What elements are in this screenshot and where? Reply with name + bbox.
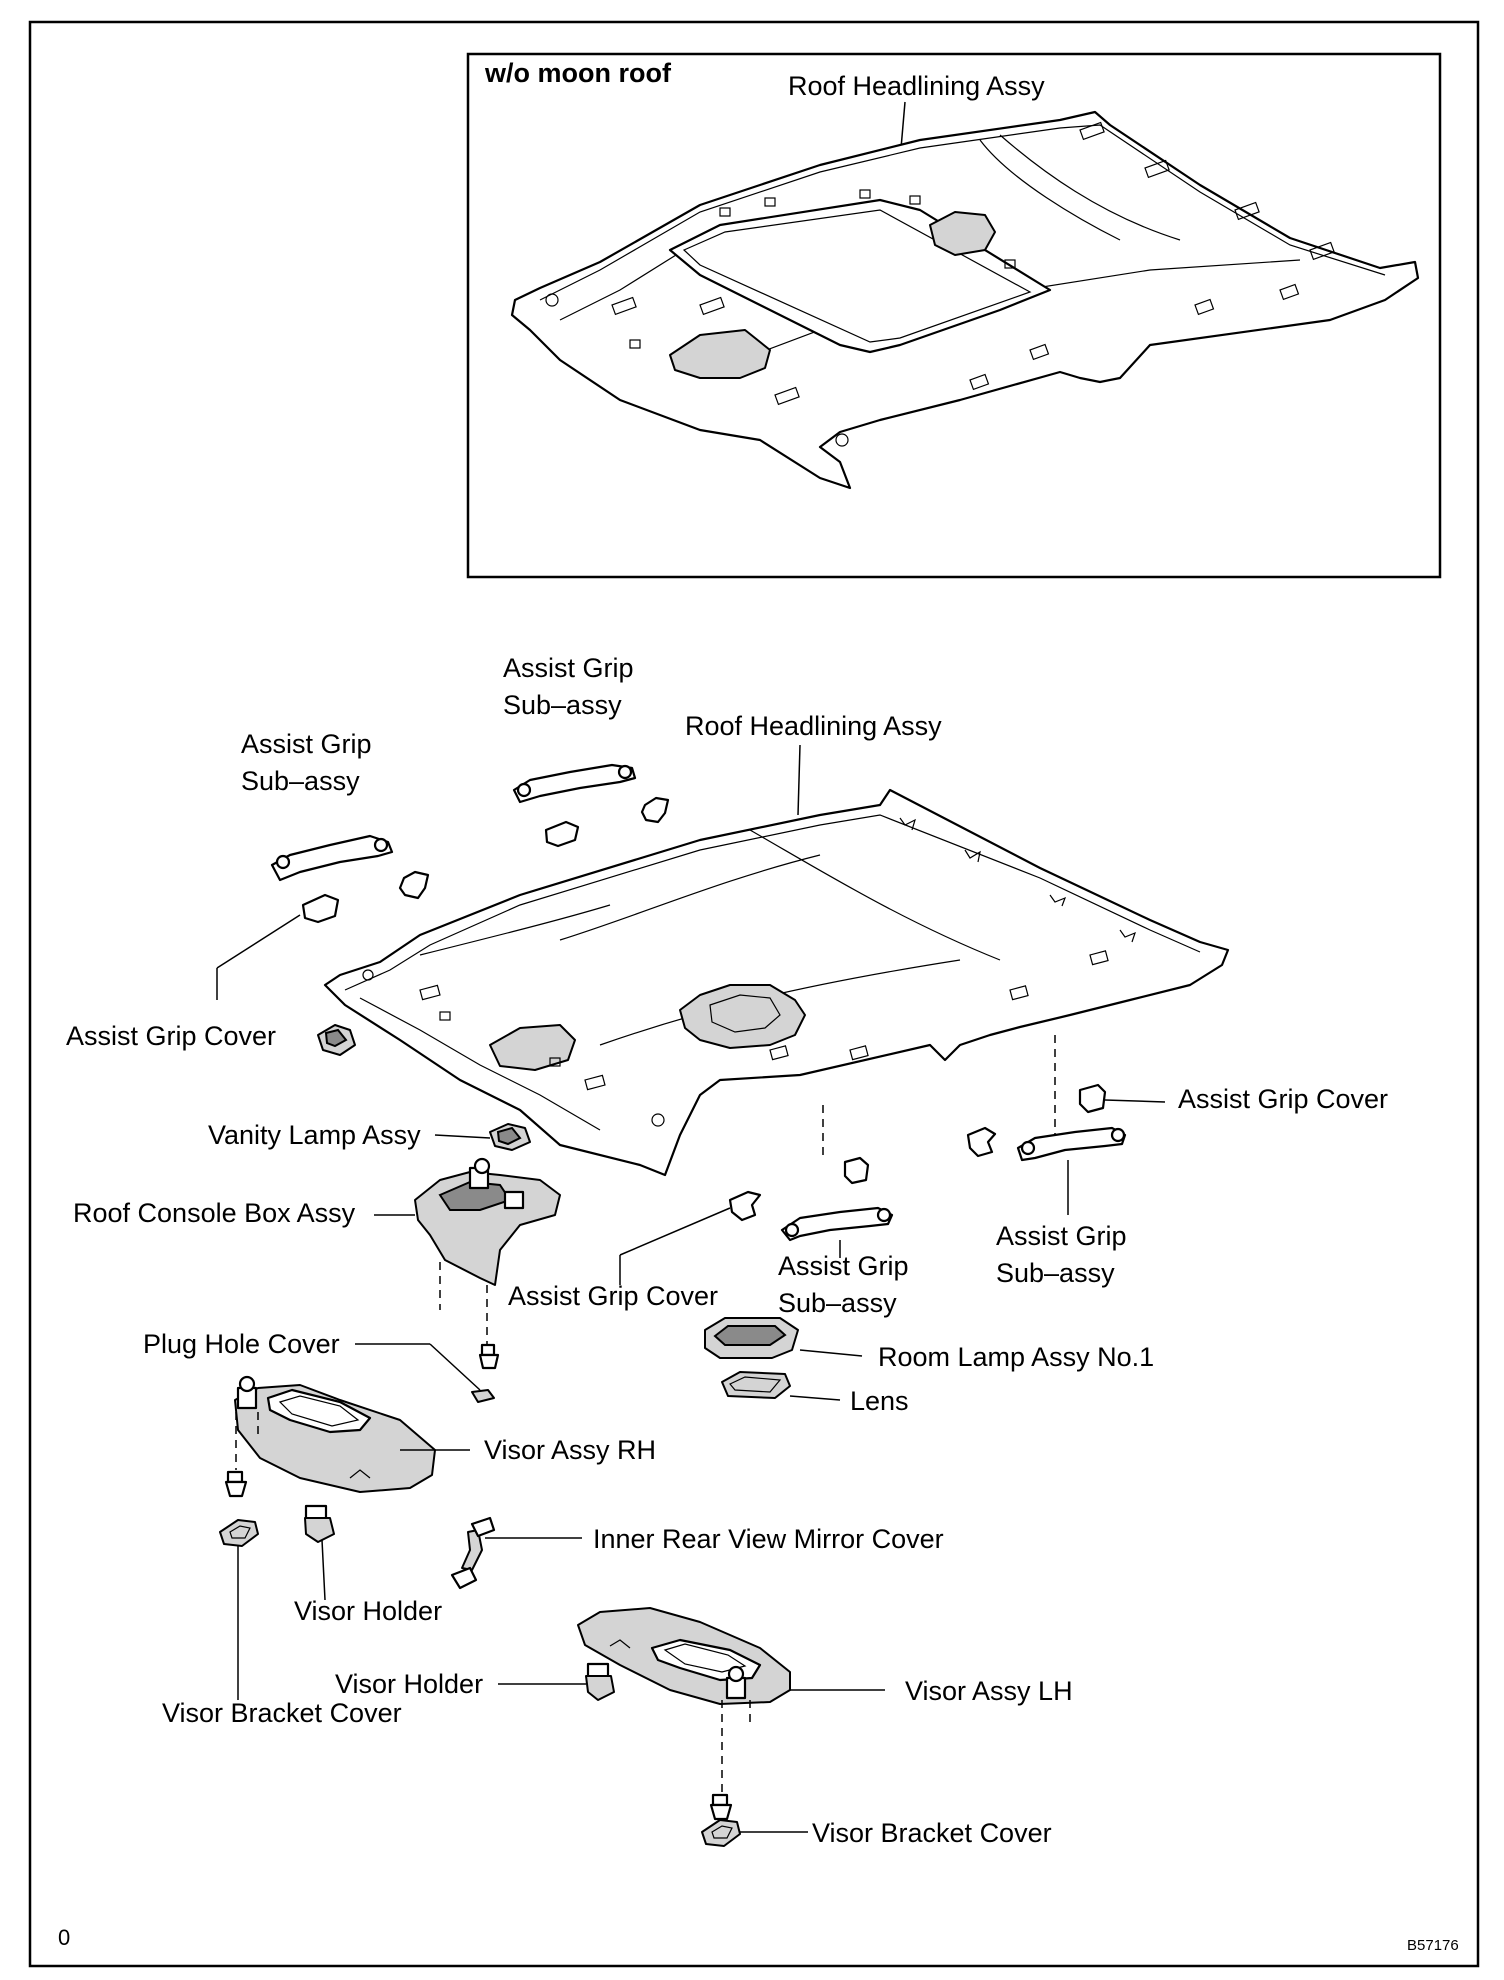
- label-inner-mirror-cover: Inner Rear View Mirror Cover: [593, 1524, 944, 1554]
- visor-assy-rh: [234, 1375, 436, 1493]
- label-visor-rh: Visor Assy RH: [484, 1435, 656, 1465]
- footer-left: 0: [58, 1925, 70, 1950]
- assist-grip-sub-assy-mid: [512, 763, 670, 824]
- room-lamp-assy-no1: [704, 1317, 799, 1359]
- label-room-lamp: Room Lamp Assy No.1: [878, 1342, 1154, 1372]
- label-visor-assy-lh: Visor Assy LH: [905, 1676, 1073, 1706]
- assist-grip-cover-right-a: [966, 1126, 997, 1158]
- inset-frame: [466, 52, 1442, 579]
- label-assist-grip-cover-right: Assist Grip Cover: [1178, 1084, 1388, 1114]
- visor-rh-dash: [235, 1412, 259, 1470]
- visor-bracket-cover-left: [219, 1519, 259, 1547]
- plug-hole-cover: [471, 1389, 495, 1403]
- assist-grip-cover-center: [728, 1190, 762, 1222]
- visor-holder-1: [304, 1504, 335, 1543]
- label-assist-grip-sub-mid-1: Assist Grip: [503, 653, 634, 683]
- vanity-lamp-left: [317, 1024, 356, 1056]
- label-visor-holder-2: Visor Holder: [335, 1669, 483, 1699]
- assist-grip-cover-mid: [544, 820, 580, 848]
- label-roof-headlining: Roof Headlining Assy: [685, 711, 942, 741]
- label-assist-grip-cover-center: Assist Grip Cover: [508, 1281, 718, 1311]
- label-visor-bracket-cover-left: Visor Bracket Cover: [162, 1698, 402, 1728]
- page-frame: [28, 20, 1480, 1968]
- label-assist-grip-sub-center-2: Sub–assy: [778, 1288, 897, 1318]
- console-dash-line: [439, 1262, 488, 1345]
- label-assist-grip-cover-left: Assist Grip Cover: [66, 1021, 276, 1051]
- assist-grip-cover-left: [301, 893, 340, 924]
- label-assist-grip-sub-right-2: Sub–assy: [996, 1258, 1115, 1288]
- roof-console-box-assy: [414, 1157, 561, 1286]
- inset-title: w/o moon roof: [484, 58, 672, 88]
- label-assist-grip-sub-right-1: Assist Grip: [996, 1221, 1127, 1251]
- label-lens: Lens: [850, 1386, 909, 1416]
- label-assist-grip-sub-left-2: Sub–assy: [241, 766, 360, 796]
- label-plug-hole-cover: Plug Hole Cover: [143, 1329, 340, 1359]
- visor-lh-screw: [709, 1793, 733, 1821]
- console-screw: [478, 1343, 500, 1370]
- assist-grip-cover-right-b: [1078, 1083, 1107, 1114]
- visor-bracket-cover-right: [701, 1819, 741, 1847]
- label-assist-grip-sub-left-1: Assist Grip: [241, 729, 372, 759]
- visor-rh-screw: [224, 1470, 248, 1498]
- label-assist-grip-sub-center-1: Assist Grip: [778, 1251, 909, 1281]
- callout-labels: Roof Headlining Assy Assist Grip Sub–ass…: [66, 653, 1388, 1848]
- label-roof-console: Roof Console Box Assy: [73, 1198, 356, 1228]
- visor-holder-2: [585, 1662, 615, 1701]
- vanity-lamp-assy: [489, 1123, 531, 1151]
- label-visor-bracket-cover-right: Visor Bracket Cover: [812, 1818, 1052, 1848]
- visor-lh-dash: [721, 1700, 751, 1795]
- roof-headlining-drawing: [323, 788, 1230, 1177]
- label-vanity-lamp: Vanity Lamp Assy: [208, 1120, 421, 1150]
- assist-grip-sub-assy-right: [1016, 1126, 1127, 1162]
- leader-lines: [216, 744, 1166, 1833]
- inset-panel: w/o moon roof Roof Headlining Assy: [466, 52, 1442, 579]
- inner-rear-view-mirror-cover: [450, 1516, 496, 1590]
- inset-roof-headlining-drawing: [510, 110, 1420, 490]
- label-assist-grip-sub-mid-2: Sub–assy: [503, 690, 622, 720]
- visor-assy-lh: [577, 1607, 791, 1705]
- label-visor-holder-1: Visor Holder: [294, 1596, 442, 1626]
- assist-grip-sub-assy-center: [780, 1206, 894, 1242]
- assist-grip-cover-center-b: [843, 1156, 870, 1185]
- lens: [721, 1371, 791, 1399]
- figure-code: B57176: [1407, 1937, 1459, 1954]
- inset-roof-headlining-label: Roof Headlining Assy: [788, 71, 1045, 101]
- assist-grip-sub-assy-left: [270, 834, 430, 900]
